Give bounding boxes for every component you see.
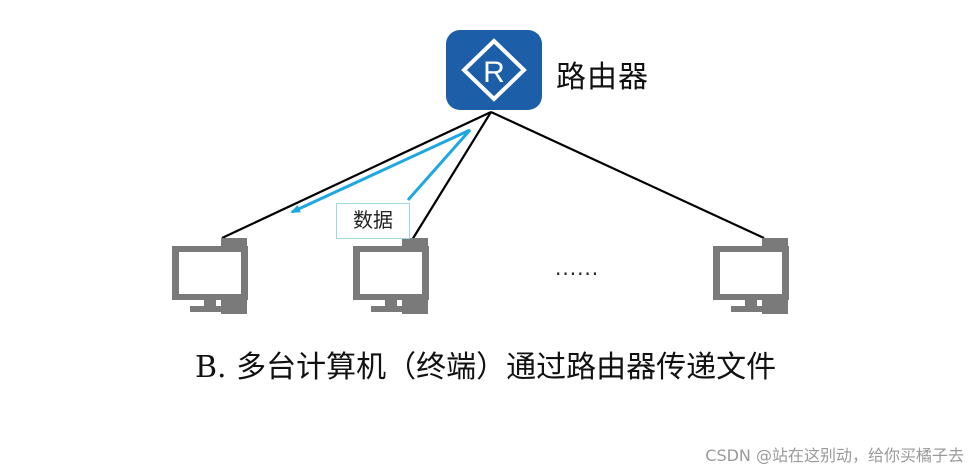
- link-line-middle: [411, 111, 492, 241]
- diagram-caption: B. 多台计算机（终端）通过路由器传递文件: [195, 350, 777, 385]
- link-line-right: [490, 111, 765, 239]
- watermark: CSDN @站在这别动，给你买橘子去: [705, 446, 964, 465]
- more-computers-ellipsis: ......: [555, 256, 600, 280]
- data-flow-arrow: [290, 128, 472, 214]
- data-label: 数据: [336, 203, 410, 239]
- router-label: 路由器: [556, 60, 649, 95]
- router-icon: R: [446, 30, 542, 110]
- computer-icon: [172, 238, 248, 314]
- computer-icon: [713, 238, 789, 314]
- link-line-left: [221, 111, 492, 239]
- svg-text:R: R: [483, 56, 505, 89]
- computer-icon: [353, 238, 429, 314]
